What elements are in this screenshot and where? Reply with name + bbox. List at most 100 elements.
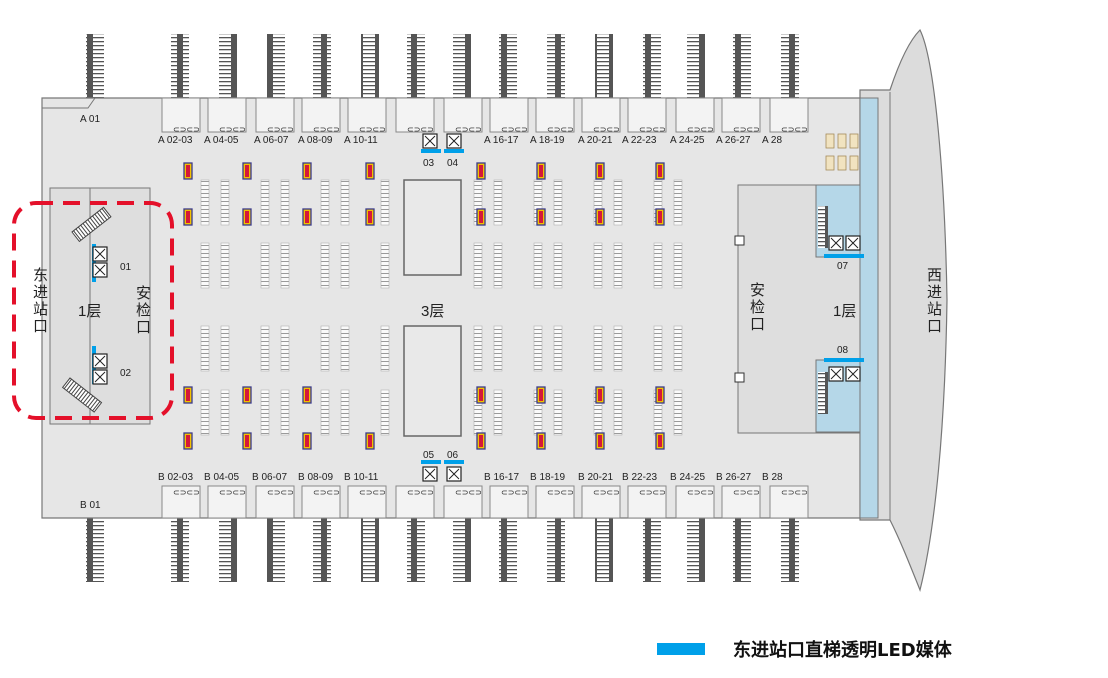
ticket-gate-icon: ⊂⊃⊂⊃ — [733, 125, 760, 134]
ticket-gate-icon: ⊂⊃⊂⊃ — [639, 488, 666, 497]
track-top — [687, 34, 705, 98]
lightbox-ad-inner — [598, 165, 602, 177]
gate-label-top: A 02-03 — [158, 135, 193, 146]
elevator-media-05 — [421, 460, 441, 464]
gate-room-top — [627, 97, 667, 133]
gate-rooms: ⊂⊃⊂⊃ ⊂⊃⊂⊃ ⊂⊃⊂⊃ ⊂⊃⊂⊃ ⊂⊃⊂⊃ ⊂⊃⊂⊃ ⊂⊃⊂⊃ ⊂⊃⊂⊃ ⊂⊃⊂⊃ ⊂⊃⊂⊃… — [161, 97, 809, 519]
gate-label-bottom: B 02-03 — [158, 472, 193, 483]
bench-row — [553, 179, 563, 226]
gate-label-top: A 10-11 — [344, 135, 378, 146]
ticket-gate-icon: ⊂⊃⊂⊃ — [407, 488, 434, 497]
track-bottom — [171, 518, 189, 582]
lightbox-ad-inner — [305, 211, 309, 223]
west-entrance-label: 西进站口 — [927, 267, 942, 335]
bench-row — [673, 325, 683, 372]
ticket-kiosks — [825, 133, 859, 171]
ticket-gate-icon: ⊂⊃⊂⊃ — [687, 125, 714, 134]
track-top — [86, 34, 104, 98]
lightbox-ads — [183, 162, 665, 450]
track-bottom — [313, 518, 331, 582]
bench-row — [473, 325, 483, 372]
gate-label-top: A 24-25 — [670, 135, 705, 146]
gate-label-bottom: B 20-21 — [578, 472, 613, 483]
gate-room-top — [395, 97, 435, 133]
bench-row — [380, 242, 390, 289]
ticket-gate-icon: ⊂⊃⊂⊃ — [687, 488, 714, 497]
ticket-gate-icon: ⊂⊃⊂⊃ — [501, 488, 528, 497]
track-top — [361, 34, 379, 98]
east-floor-label: 1层 — [78, 303, 101, 320]
east-security-label: 安检口 — [136, 285, 151, 336]
bench-row — [340, 242, 350, 289]
railway-tracks — [86, 34, 799, 582]
bench-row — [220, 389, 230, 436]
track-bottom — [499, 518, 517, 582]
bench-row — [613, 389, 623, 436]
ticket-kiosk — [837, 155, 847, 171]
lightbox-ad-inner — [598, 211, 602, 223]
ticket-gate-icon: ⊂⊃⊂⊃ — [313, 488, 340, 497]
lightbox-ad-inner — [658, 435, 662, 447]
bench-row — [280, 179, 290, 226]
track-bottom — [733, 518, 751, 582]
bench-row — [380, 179, 390, 226]
legend-media-swatch — [657, 643, 705, 655]
bench-row — [380, 389, 390, 436]
east-entrance-label: 东进站口 — [33, 267, 48, 335]
gate-room-top — [255, 97, 295, 133]
lightbox-ad-inner — [598, 435, 602, 447]
ticket-gate-icon: ⊂⊃⊂⊃ — [501, 125, 528, 134]
bench-row — [613, 179, 623, 226]
gate-room-bottom — [301, 485, 341, 519]
track-bottom — [219, 518, 237, 582]
gate-room-bottom — [443, 485, 483, 519]
ticket-gate-icon: ⊂⊃⊂⊃ — [267, 488, 294, 497]
bench-row — [553, 325, 563, 372]
ticket-kiosk — [825, 133, 835, 149]
gate-room-bottom — [489, 485, 529, 519]
central-void-north — [403, 179, 462, 276]
bench-row — [320, 179, 330, 226]
elevator-label-02: 02 — [120, 368, 132, 379]
ticket-gate-icon: ⊂⊃⊂⊃ — [455, 488, 482, 497]
lightbox-ad-inner — [186, 211, 190, 223]
elevator-label-08: 08 — [837, 345, 849, 356]
bench-row — [200, 325, 210, 372]
gate-label-bottom: B 04-05 — [204, 472, 239, 483]
gate-room-bottom — [347, 485, 387, 519]
gate-label-top: A 16-17 — [484, 135, 519, 146]
gate-room-bottom — [161, 485, 201, 519]
lightbox-ad-inner — [305, 435, 309, 447]
lightbox-ad-inner — [479, 211, 483, 223]
west-wing — [859, 28, 948, 592]
elevator-label-03: 03 — [423, 158, 435, 169]
bench-row — [533, 242, 543, 289]
track-bottom — [687, 518, 705, 582]
gate-label-a01: A 01 — [80, 114, 100, 125]
track-bottom — [453, 518, 471, 582]
legend-label: 东进站口直梯透明LED媒体 — [733, 640, 952, 661]
gate-room-top — [535, 97, 575, 133]
pillar — [734, 235, 745, 246]
lightbox-ad-inner — [186, 389, 190, 401]
track-top — [219, 34, 237, 98]
track-top — [171, 34, 189, 98]
lightbox-ad-inner — [245, 211, 249, 223]
bench-row — [220, 325, 230, 372]
bench-row — [673, 179, 683, 226]
ticket-gate-icon: ⊂⊃⊂⊃ — [219, 488, 246, 497]
bench-row — [260, 242, 270, 289]
track-bottom — [643, 518, 661, 582]
gate-label-bottom: B 28 — [762, 472, 783, 483]
gate-room-bottom — [395, 485, 435, 519]
gate-label-bottom: B 10-11 — [344, 472, 379, 483]
track-top — [453, 34, 471, 98]
track-bottom — [781, 518, 799, 582]
bench-row — [260, 389, 270, 436]
gate-room-top — [301, 97, 341, 133]
ticket-kiosk — [837, 133, 847, 149]
bench-row — [340, 179, 350, 226]
elevator-media-03 — [421, 149, 441, 153]
escalator-east-upper — [71, 206, 112, 243]
